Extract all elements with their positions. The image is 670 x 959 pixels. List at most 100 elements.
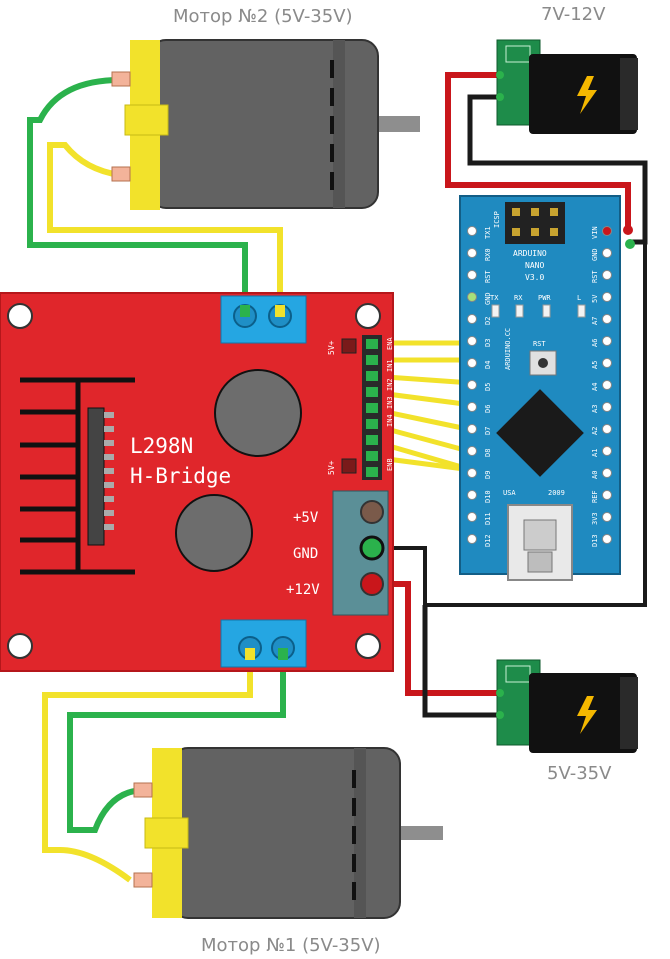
pin-gnd-left: GND — [484, 292, 492, 305]
power-jack-bottom[interactable] — [496, 659, 638, 753]
model-label: NANO — [525, 261, 544, 270]
status-leds — [491, 304, 586, 318]
power-terminal[interactable] — [332, 490, 389, 616]
reset-button[interactable] — [529, 350, 557, 376]
motor1-label: Мотор №1 (5V-35V) — [201, 935, 381, 956]
led-rx-label: RX — [514, 294, 523, 302]
vin-wire-red — [445, 72, 631, 228]
mcu-chip — [496, 389, 584, 477]
driver-title-line2: H-Bridge — [130, 464, 231, 488]
pin-label-in2: IN2 — [386, 378, 394, 391]
jumper-top-label: 5V+ — [327, 340, 336, 355]
led-tx-label: TX — [490, 294, 499, 302]
terminal-5v-screw[interactable] — [360, 500, 384, 524]
driver-title-line1: L298N — [130, 434, 193, 458]
pin-ref: REF — [591, 490, 599, 503]
lightning-icon — [577, 696, 597, 734]
pin-label-in3: IN3 — [386, 396, 394, 409]
vin-wire-end — [623, 225, 633, 235]
motor1-terminal[interactable] — [220, 619, 307, 668]
mount-hole — [7, 303, 33, 329]
pin-a0: A0 — [591, 471, 599, 479]
motor2-wire-green — [27, 77, 248, 305]
pin-d3: D3 — [484, 339, 492, 347]
power-jack-top[interactable] — [496, 39, 638, 134]
usb-port[interactable] — [507, 504, 573, 581]
pin-d11: D11 — [484, 512, 492, 525]
pin-d4: D4 — [484, 361, 492, 369]
pin-d12: D12 — [484, 534, 492, 547]
year-label: 2009 — [548, 489, 565, 497]
pin-a6: A6 — [591, 339, 599, 347]
pin-a1: A1 — [591, 449, 599, 457]
pin-a3: A3 — [591, 405, 599, 413]
mount-hole — [355, 633, 381, 659]
pin-label-ena: ENA — [386, 337, 394, 350]
pin-d6: D6 — [484, 405, 492, 413]
brand-label: ARDUINO — [513, 249, 547, 258]
motor2-wire-yellow — [47, 142, 283, 305]
pin-tx1: TX1 — [484, 226, 492, 239]
terminal-gnd-label: GND — [293, 546, 318, 562]
pin-rx0: RX0 — [484, 248, 492, 261]
capacitor — [175, 494, 253, 572]
jumper-ena[interactable] — [341, 338, 357, 354]
pin-gnd-right: GND — [591, 248, 599, 261]
terminal-12v-label: +12V — [286, 582, 320, 598]
right-pin-row[interactable] — [602, 226, 612, 544]
pin-d10: D10 — [484, 490, 492, 503]
pin-rst-left: RST — [484, 270, 492, 283]
icsp-label: ICSP — [493, 211, 501, 228]
gnd-wire-black-top — [467, 94, 648, 245]
left-pin-labels: TX1 RX0 RST GND D2 D3 D4 D5 D6 D7 D8 D9 … — [484, 226, 492, 547]
usa-label: USA — [503, 489, 516, 497]
cc-label: ARDUINO.CC — [504, 328, 512, 370]
led-pwr-label: PWR — [538, 294, 551, 302]
capacitor — [214, 369, 302, 457]
motor-shaft — [375, 116, 420, 132]
pin-d13: D13 — [591, 534, 599, 547]
led-l-label: L — [577, 294, 581, 302]
l298n-board: L298N H-Bridge +5V GND +12V — [0, 292, 394, 672]
pin-d9: D9 — [484, 471, 492, 479]
right-pin-labels: VIN GND RST 5V A7 A6 A5 A4 A3 A2 A1 A0 R… — [591, 226, 599, 547]
icsp-header[interactable] — [505, 202, 565, 244]
motor-shaft — [398, 826, 443, 840]
rst-label: RST — [533, 340, 546, 348]
pin-d8: D8 — [484, 449, 492, 457]
gnd-wire-end — [625, 239, 635, 249]
pin-label-enb: ENB — [386, 458, 394, 471]
pin-label-in4: IN4 — [386, 414, 394, 427]
pin-rst-right: RST — [591, 270, 599, 283]
arduino-nano: ICSP ARDUINO NANO V3.0 TX RX PWR L ARDUI… — [459, 195, 621, 581]
terminal-12v-screw[interactable] — [360, 572, 384, 596]
pin-d5: D5 — [484, 383, 492, 391]
control-pin-header[interactable] — [362, 335, 382, 480]
l298n-chip — [87, 407, 114, 546]
motor2-terminal[interactable] — [220, 295, 307, 344]
power-bottom-label: 5V-35V — [547, 763, 612, 784]
mount-hole — [7, 633, 33, 659]
vmot-wire-black — [422, 605, 500, 718]
version-label: V3.0 — [525, 273, 544, 282]
motor-2 — [111, 39, 420, 210]
motor2-label: Мотор №2 (5V-35V) — [173, 6, 353, 27]
left-pin-row[interactable] — [467, 226, 477, 544]
pin-labels: ENA IN1 IN2 IN3 IN4 ENB — [386, 337, 394, 471]
pin-d7: D7 — [484, 427, 492, 435]
pin-a5: A5 — [591, 361, 599, 369]
pin-a4: A4 — [591, 383, 599, 391]
heatsink — [20, 377, 135, 575]
power-top-label: 7V-12V — [541, 4, 606, 25]
jumper-bottom-label: 5V+ — [327, 460, 336, 475]
pin-vin: VIN — [591, 226, 599, 239]
lightning-icon — [577, 76, 597, 114]
terminal-5v-label: +5V — [293, 510, 319, 526]
motor1-wire-yellow — [42, 650, 253, 883]
motor-1 — [133, 747, 443, 919]
pin-label-in1: IN1 — [386, 359, 394, 372]
pin-3v3: 3V3 — [591, 512, 599, 525]
jumper-enb[interactable] — [341, 458, 357, 474]
terminal-gnd-screw[interactable] — [359, 535, 385, 561]
